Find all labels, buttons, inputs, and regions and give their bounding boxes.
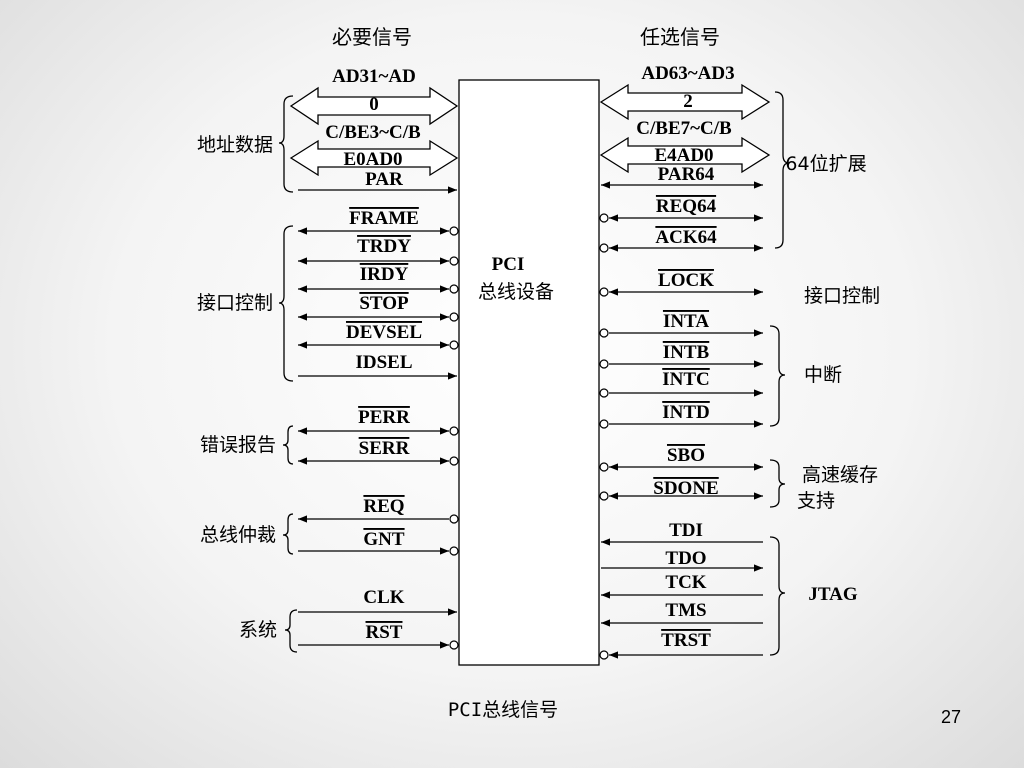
label-inta: INTA — [663, 311, 709, 332]
label-tms: TMS — [665, 600, 706, 621]
label-par64: PAR64 — [658, 164, 715, 185]
active-low-bubble-rst — [449, 640, 459, 650]
active-low-bubble-req64 — [599, 213, 609, 223]
label-gnt: GNT — [363, 529, 405, 550]
brace-cache-support — [769, 459, 786, 508]
label-par: PAR — [365, 169, 403, 190]
group-bus-arbitration: 总线仲裁 — [200, 524, 276, 546]
active-low-bubble-intd — [599, 419, 609, 429]
active-low-bubble-stop — [449, 312, 459, 322]
brace-interface-control — [278, 225, 294, 382]
label-cbe7-cbe4-line2: E4AD0 — [654, 145, 713, 166]
active-low-bubble-sdone — [599, 491, 609, 501]
label-sbo: SBO — [667, 445, 705, 466]
active-low-bubble-perr — [449, 426, 459, 436]
brace-jtag — [769, 536, 786, 656]
group-cache-line1: 高速缓存 — [802, 464, 878, 486]
group-right-interface-control: 接口控制 — [804, 285, 880, 307]
active-low-bubble-intc — [599, 388, 609, 398]
label-tdo: TDO — [665, 548, 706, 569]
label-trdy: TRDY — [357, 236, 411, 257]
label-ad63-ad32-line2: 2 — [683, 91, 693, 112]
active-low-bubble-sbo — [599, 462, 609, 472]
label-ad31-ad0-line1: AD31~AD — [332, 66, 416, 87]
active-low-bubble-trst — [599, 650, 609, 660]
label-cbe7-cbe4-line1: C/BE7~C/B — [636, 118, 732, 139]
required-signals-header: 必要信号 — [332, 25, 412, 49]
pci-device-box — [458, 79, 600, 666]
optional-signals-header: 任选信号 — [640, 25, 720, 49]
label-intb: INTB — [663, 342, 710, 363]
label-intc: INTC — [662, 369, 710, 390]
label-serr: SERR — [359, 438, 410, 459]
active-low-bubble-ack64 — [599, 243, 609, 253]
label-stop: STOP — [359, 293, 409, 314]
label-irdy: IRDY — [360, 264, 409, 285]
active-low-bubble-intb — [599, 359, 609, 369]
label-clk: CLK — [363, 587, 404, 608]
group-error-report: 错误报告 — [200, 434, 276, 456]
label-sdone: SDONE — [653, 478, 718, 499]
label-tdi: TDI — [669, 520, 703, 541]
ad-bus-arrow — [289, 86, 459, 126]
active-low-bubble-serr — [449, 456, 459, 466]
group-interrupt: 中断 — [804, 364, 842, 386]
brace-error-report — [282, 425, 294, 465]
group-64bit-extension: 64位扩展 — [785, 153, 866, 175]
group-system: 系统 — [239, 619, 277, 641]
cbe-bus-arrow — [289, 139, 459, 177]
device-label-line1: PCI — [492, 254, 525, 275]
brace-bus-arbitration — [282, 513, 294, 555]
active-low-bubble-devsel — [449, 340, 459, 350]
device-label-line2: 总线设备 — [478, 281, 554, 303]
group-jtag: JTAG — [808, 584, 857, 605]
label-cbe3-cbe0-line1: C/BE3~C/B — [325, 122, 421, 143]
left-signal-wires: PAR FRAME TRDY IRDY STOP DEVSEL IDSEL PERR SERR R… — [298, 169, 459, 650]
figure-caption: PCI总线信号 — [448, 699, 558, 721]
brace-64bit-extension — [774, 91, 790, 249]
active-low-bubble-trdy — [449, 256, 459, 266]
active-low-bubble-frame — [449, 226, 459, 236]
label-devsel: DEVSEL — [346, 322, 422, 343]
ad64-bus-arrow — [599, 83, 771, 121]
label-perr: PERR — [358, 407, 410, 428]
group-cache-line2: 支持 — [797, 490, 835, 512]
page-number: 27 — [941, 707, 961, 727]
brace-address-data — [278, 95, 294, 193]
label-req: REQ — [363, 496, 404, 517]
active-low-bubble-req — [449, 514, 459, 524]
label-frame: FRAME — [349, 208, 419, 229]
label-req64: REQ64 — [656, 196, 717, 217]
label-trst: TRST — [661, 630, 711, 651]
cbe64-bus-arrow — [599, 136, 771, 174]
label-intd: INTD — [662, 402, 710, 423]
label-cbe3-cbe0-line2: E0AD0 — [343, 149, 402, 170]
label-ad31-ad0-line2: 0 — [369, 94, 379, 115]
label-lock: LOCK — [658, 270, 714, 291]
active-low-bubble-gnt — [449, 546, 459, 556]
group-address-data: 地址数据 — [197, 134, 273, 156]
brace-interrupt — [769, 325, 786, 427]
label-tck: TCK — [665, 572, 706, 593]
label-idsel: IDSEL — [355, 352, 412, 373]
label-rst: RST — [366, 622, 403, 643]
active-low-bubble-inta — [599, 328, 609, 338]
label-ack64: ACK64 — [655, 227, 717, 248]
label-ad63-ad32-line1: AD63~AD3 — [641, 63, 734, 84]
active-low-bubble-irdy — [449, 284, 459, 294]
active-low-bubble-lock — [599, 287, 609, 297]
brace-system — [284, 609, 298, 653]
group-interface-control: 接口控制 — [197, 292, 273, 314]
